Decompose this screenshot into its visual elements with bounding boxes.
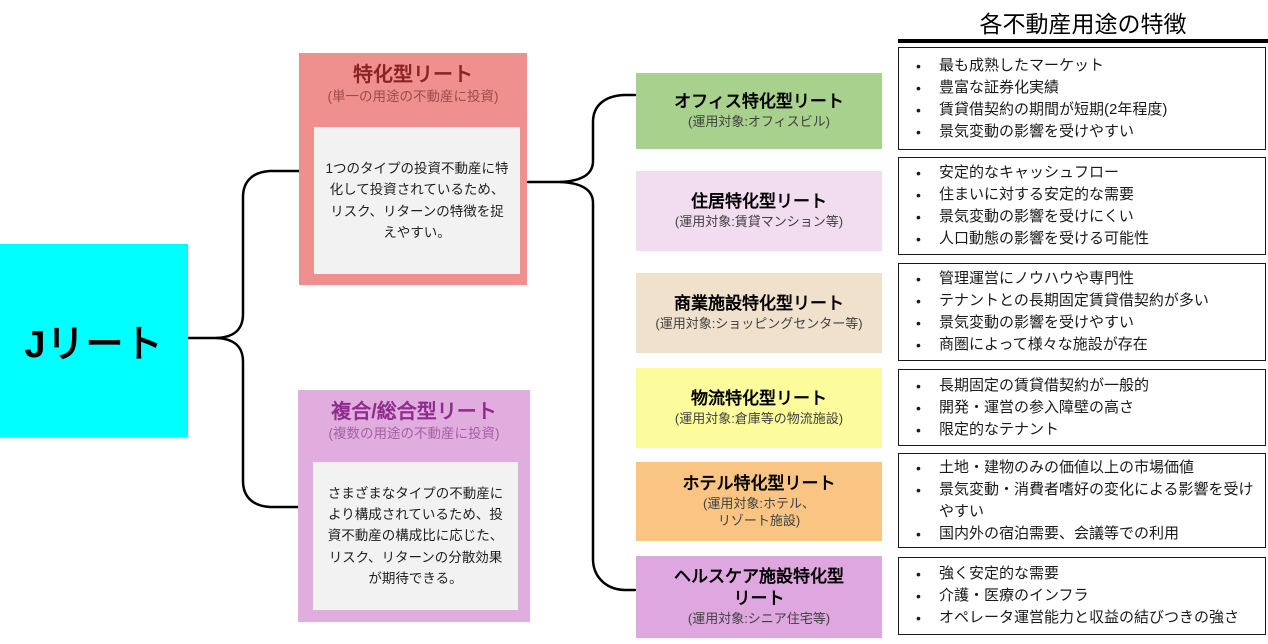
type-title: オフィス特化型リート [674,91,844,111]
diversified-reit-subtitle: (複数の用途の不動産に投資) [328,426,500,441]
feature-box-3: 管理運営にノウハウや専門性テナントとの長期固定賃貸借契約が多い景気変動の影響を受… [898,263,1266,361]
feature-item: 最も成熟したマーケット [899,55,1259,77]
feature-item: 管理運営にノウハウや専門性 [899,268,1259,290]
feature-box-1: 最も成熟したマーケット豊富な証券化実績賃貸借契約の期間が短期(2年程度)景気変動… [898,47,1266,150]
feature-item: 長期固定の賃貸借契約が一般的 [899,375,1259,397]
feature-list: 最も成熟したマーケット豊富な証券化実績賃貸借契約の期間が短期(2年程度)景気変動… [899,53,1265,145]
type-title: 商業施設特化型リート [674,293,844,313]
type-title: ホテル特化型リート [682,473,836,493]
type-box-1: オフィス特化型リート (運用対象:オフィスビル) [636,73,882,149]
feature-item: 介護・医療のインフラ [899,585,1259,607]
jreit-root-label: Jリート [24,324,164,366]
feature-list: 安定的なキャッシュフロー住まいに対する安定的な需要景気変動の影響を受けにくい人口… [899,160,1265,252]
feature-item: 強く安定的な需要 [899,563,1259,585]
feature-list: 管理運営にノウハウや専門性テナントとの長期固定賃貸借契約が多い景気変動の影響を受… [899,266,1265,358]
jreit-root-box: Jリート [0,244,188,437]
feature-item: 商圏によって様々な施設が存在 [899,334,1259,356]
type-subtitle: (運用対象:倉庫等の物流施設) [674,411,844,427]
type-subtitle: (運用対象:ホテル、 リゾート施設) [703,496,815,529]
specialized-reit-subtitle: (単一の用途の不動産に投資) [327,89,499,104]
feature-item: 限定的なテナント [899,419,1259,441]
type-box-4: 物流特化型リート (運用対象:倉庫等の物流施設) [636,368,882,448]
feature-item: 国内外の宿泊需要、会議等での利用 [899,523,1259,545]
feature-box-6: 強く安定的な需要介護・医療のインフラオペレータ運営能力と収益の結びつきの強さ [898,557,1266,635]
feature-item: 安定的なキャッシュフロー [899,162,1259,184]
type-subtitle: (運用対象:シニア住宅等) [687,610,831,626]
feature-list: 長期固定の賃貸借契約が一般的開発・運営の参入障壁の高さ限定的なテナント [899,373,1265,443]
jreit-brace-lower [215,336,300,509]
type-box-5: ホテル特化型リート (運用対象:ホテル、 リゾート施設) [636,462,882,541]
features-panel-underline [898,39,1268,43]
feature-item: 豊富な証券化実績 [899,77,1259,99]
feature-box-4: 長期固定の賃貸借契約が一般的開発・運営の参入障壁の高さ限定的なテナント [898,369,1266,446]
feature-item: 開発・運営の参入障壁の高さ [899,397,1259,419]
jreit-brace-upper [215,169,301,340]
feature-item: 景気変動・消費者嗜好の変化による影響を受けやすい [899,479,1259,523]
specialized-brace-upper [559,93,637,184]
type-subtitle: (運用対象:オフィスビル) [687,114,830,130]
feature-item: 住まいに対する安定的な需要 [899,184,1259,206]
feature-item: 人口動態の影響を受ける可能性 [899,228,1259,250]
diversified-reit-title: 複合/総合型リート [331,401,497,423]
feature-box-2: 安定的なキャッシュフロー住まいに対する安定的な需要景気変動の影響を受けにくい人口… [898,157,1266,255]
type-box-3: 商業施設特化型リート (運用対象:ショッピングセンター等) [636,273,882,353]
type-box-6: ヘルスケア施設特化型 リート (運用対象:シニア住宅等) [636,556,882,638]
diversified-reit-box: 複合/総合型リート (複数の用途の不動産に投資) さまざまなタイプの不動産により… [298,390,530,622]
diversified-reit-description: さまざまなタイプの不動産により構成されているため、投資不動産の構成比に応じた、リ… [313,462,518,610]
feature-box-5: 土地・建物のみの価値以上の市場価値景気変動・消費者嗜好の変化による影響を受けやす… [898,453,1266,548]
type-title: 物流特化型リート [691,388,827,408]
specialized-reit-title: 特化型リート [353,64,473,86]
specialized-brace-lower [559,180,637,592]
type-box-2: 住居特化型リート (運用対象:賃貸マンション等) [636,171,882,251]
feature-item: オペレータ運営能力と収益の結びつきの強さ [899,607,1259,629]
specialized-reit-box: 特化型リート (単一の用途の不動産に投資) 1つのタイプの投資不動産に特化して投… [299,53,527,285]
type-subtitle: (運用対象:賃貸マンション等) [674,214,844,230]
type-subtitle: (運用対象:ショッピングセンター等) [655,316,863,332]
feature-item: 景気変動の影響を受けにくい [899,206,1259,228]
feature-item: 土地・建物のみの価値以上の市場価値 [899,457,1259,479]
type-title: ヘルスケア施設特化型 リート [674,567,844,608]
type-title: 住居特化型リート [691,191,827,211]
feature-item: 賃貸借契約の期間が短期(2年程度) [899,99,1259,121]
feature-item: 景気変動の影響を受けやすい [899,121,1259,143]
feature-item: テナントとの長期固定賃貸借契約が多い [899,290,1259,312]
specialized-reit-description: 1つのタイプの投資不動産に特化して投資されているため、リスク、リターンの特徴を捉… [314,127,520,274]
feature-item: 景気変動の影響を受けやすい [899,312,1259,334]
feature-list: 強く安定的な需要介護・医療のインフラオペレータ運営能力と収益の結びつきの強さ [899,561,1265,631]
features-panel-title: 各不動産用途の特徴 [979,11,1187,37]
feature-list: 土地・建物のみの価値以上の市場価値景気変動・消費者嗜好の変化による影響を受けやす… [899,455,1265,547]
